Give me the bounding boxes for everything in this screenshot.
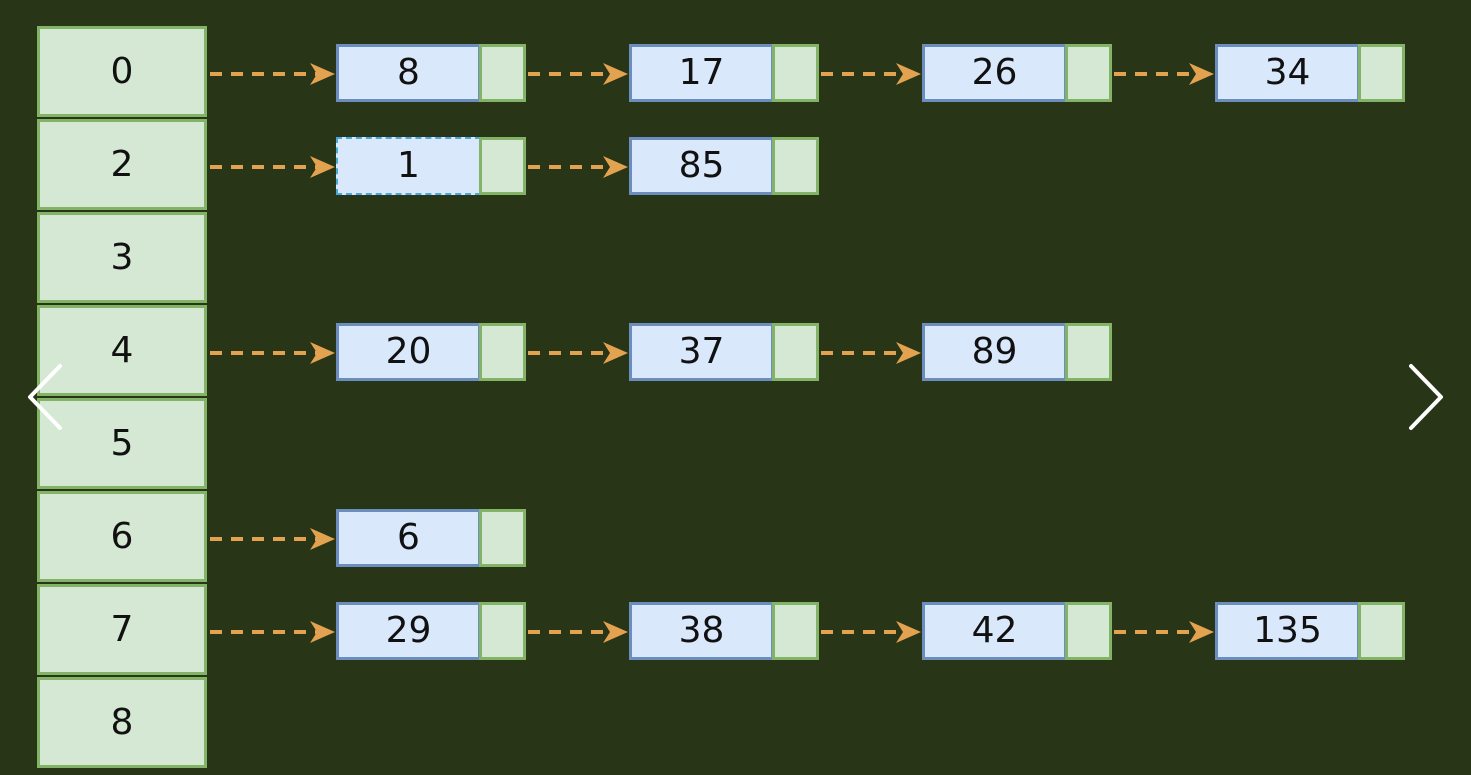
node-value: 29 bbox=[336, 601, 481, 660]
node-value: 89 bbox=[922, 322, 1067, 381]
node-next-pointer bbox=[772, 322, 819, 381]
node-value: 6 bbox=[336, 508, 481, 567]
node-next-pointer bbox=[479, 601, 526, 660]
list-node: 42 bbox=[922, 601, 1112, 660]
chevron-left-icon bbox=[28, 364, 62, 430]
pointer-arrow bbox=[1114, 620, 1214, 643]
node-next-pointer bbox=[772, 601, 819, 660]
list-node: 8 bbox=[336, 43, 526, 102]
node-next-pointer bbox=[772, 43, 819, 102]
chevron-right-icon bbox=[1409, 364, 1443, 430]
pointer-arrow bbox=[528, 155, 628, 178]
bucket-slot: 5 bbox=[37, 398, 207, 489]
list-node: 29 bbox=[336, 601, 526, 660]
node-next-pointer bbox=[772, 136, 819, 195]
list-node: 37 bbox=[629, 322, 819, 381]
pointer-arrow bbox=[528, 620, 628, 643]
node-value: 85 bbox=[629, 136, 774, 195]
pointer-arrow bbox=[821, 341, 921, 364]
list-node: 20 bbox=[336, 322, 526, 381]
pointer-arrow bbox=[210, 620, 335, 643]
node-value: 135 bbox=[1215, 601, 1360, 660]
pointer-arrow bbox=[821, 620, 921, 643]
pointer-arrow bbox=[210, 155, 335, 178]
node-value: 26 bbox=[922, 43, 1067, 102]
pointer-arrow bbox=[1114, 62, 1214, 85]
node-next-pointer bbox=[1065, 43, 1112, 102]
node-value: 34 bbox=[1215, 43, 1360, 102]
bucket-slot: 2 bbox=[37, 119, 207, 210]
node-next-pointer bbox=[479, 508, 526, 567]
next-slide-button[interactable] bbox=[1405, 360, 1449, 434]
node-value: 38 bbox=[629, 601, 774, 660]
node-next-pointer bbox=[479, 136, 526, 195]
bucket-slot: 3 bbox=[37, 212, 207, 303]
list-node: 85 bbox=[629, 136, 819, 195]
node-next-pointer bbox=[1065, 322, 1112, 381]
pointer-arrow bbox=[528, 62, 628, 85]
list-node: 34 bbox=[1215, 43, 1405, 102]
list-node: 89 bbox=[922, 322, 1112, 381]
list-node: 135 bbox=[1215, 601, 1405, 660]
list-node: 17 bbox=[629, 43, 819, 102]
node-value: 20 bbox=[336, 322, 481, 381]
node-value: 37 bbox=[629, 322, 774, 381]
node-value: 17 bbox=[629, 43, 774, 102]
list-node: 1 bbox=[336, 136, 526, 195]
pointer-arrow bbox=[210, 527, 335, 550]
node-value: 8 bbox=[336, 43, 481, 102]
bucket-slot: 6 bbox=[37, 491, 207, 582]
bucket-slot: 4 bbox=[37, 305, 207, 396]
list-node: 26 bbox=[922, 43, 1112, 102]
bucket-slot: 7 bbox=[37, 584, 207, 675]
list-node: 38 bbox=[629, 601, 819, 660]
node-next-pointer bbox=[479, 43, 526, 102]
list-node: 6 bbox=[336, 508, 526, 567]
pointer-arrow bbox=[528, 341, 628, 364]
node-next-pointer bbox=[479, 322, 526, 381]
node-value: 1 bbox=[336, 136, 481, 195]
bucket-slot: 0 bbox=[37, 26, 207, 117]
pointer-arrow bbox=[210, 341, 335, 364]
node-next-pointer bbox=[1065, 601, 1112, 660]
node-next-pointer bbox=[1358, 43, 1405, 102]
pointer-arrow bbox=[821, 62, 921, 85]
node-next-pointer bbox=[1358, 601, 1405, 660]
previous-slide-button[interactable] bbox=[22, 360, 66, 434]
bucket-slot: 8 bbox=[37, 677, 207, 768]
node-value: 42 bbox=[922, 601, 1067, 660]
pointer-arrow bbox=[210, 62, 335, 85]
